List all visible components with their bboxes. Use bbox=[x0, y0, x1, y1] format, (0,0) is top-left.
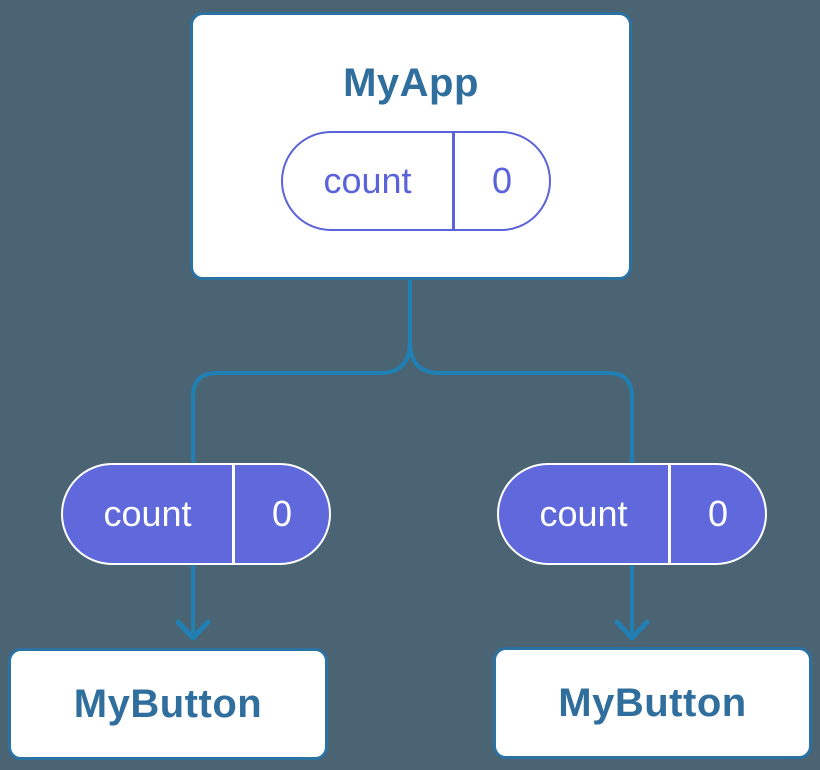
state-pill-label: count bbox=[323, 160, 412, 201]
prop-pill-right: count 0 bbox=[497, 463, 767, 565]
child-component-card-left: MyButton bbox=[8, 648, 328, 760]
root-component-card: MyApp count 0 bbox=[190, 12, 632, 280]
state-pill: count 0 bbox=[281, 131, 551, 231]
prop-pill-label: count bbox=[103, 493, 192, 534]
pill-divider bbox=[668, 465, 671, 563]
pill-divider bbox=[232, 465, 235, 563]
arrow-down-icon bbox=[175, 619, 211, 641]
child-component-title: MyButton bbox=[73, 681, 263, 726]
state-pill-value: 0 bbox=[491, 160, 513, 201]
branch-left-line bbox=[191, 341, 412, 466]
prop-pill-left: count 0 bbox=[61, 463, 331, 565]
prop-pill-label: count bbox=[539, 493, 628, 534]
child-component-card-right: MyButton bbox=[493, 647, 812, 759]
branch-right-line bbox=[408, 341, 634, 466]
prop-pill-value: 0 bbox=[707, 493, 729, 534]
root-component-title: MyApp bbox=[343, 61, 479, 105]
prop-pill-value: 0 bbox=[271, 493, 293, 534]
arrow-down-icon bbox=[614, 619, 650, 641]
pill-divider bbox=[452, 133, 455, 229]
child-component-title: MyButton bbox=[558, 680, 747, 725]
